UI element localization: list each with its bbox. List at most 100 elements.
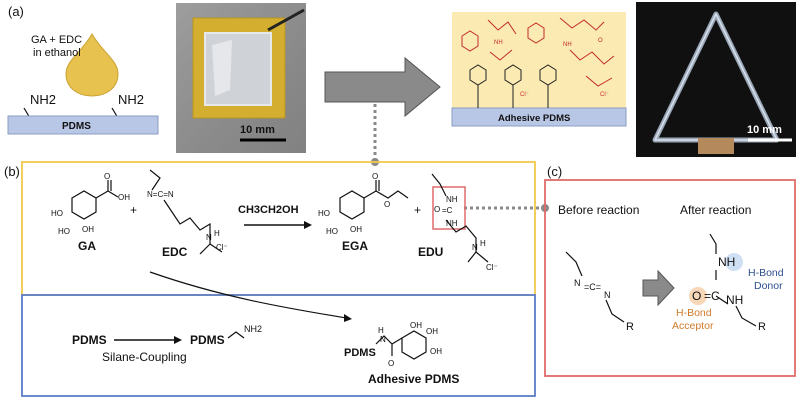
carbodiimide-atoms: N=C=N (574, 278, 611, 300)
donor-highlight (725, 253, 743, 271)
tweezers (267, 8, 305, 32)
amine-left: NH2 (30, 92, 56, 107)
box-b-bottom (21, 294, 536, 397)
ega-structure (339, 180, 409, 220)
label-pdms: PDMS (72, 333, 107, 347)
svg-text:O: O (372, 172, 378, 181)
svg-text:HO: HO (51, 209, 63, 218)
curved-arrow-head (344, 314, 352, 322)
label-edu: EDU (418, 245, 443, 259)
svg-text:NH: NH (494, 40, 503, 46)
photo-triangle-adhesion: 10 mm (636, 2, 796, 157)
svg-text:OH: OH (430, 347, 442, 356)
r-before: R (626, 321, 634, 333)
svg-text:OH: OH (82, 225, 94, 234)
panel-label-a: (a) (8, 4, 24, 19)
urea-highlight-box (432, 186, 466, 230)
o-atom: O (692, 289, 701, 303)
panel-label-c: (c) (547, 164, 562, 179)
label-adhesive-pdms: Adhesive PDMS (368, 372, 459, 386)
plus-2: + (414, 203, 421, 217)
svg-text:HO: HO (326, 227, 338, 236)
svg-text:Cl⁻: Cl⁻ (600, 92, 609, 98)
edc-structure (149, 169, 223, 255)
svg-text:NH: NH (446, 219, 458, 228)
svg-text:NH: NH (563, 42, 572, 48)
svg-text:H: H (480, 239, 486, 248)
before-label: Before reaction (558, 203, 639, 217)
ga-structure (71, 180, 119, 220)
scale-text-1: 10 mm (240, 124, 275, 136)
svg-text:O: O (434, 205, 440, 214)
nh-top: NH (718, 255, 735, 269)
svg-text:O: O (598, 38, 603, 44)
c-eq: =C (704, 289, 720, 303)
svg-text:O: O (104, 172, 110, 181)
scale-text-2: 10 mm (747, 124, 782, 136)
svg-text:HO: HO (58, 227, 70, 236)
svg-text:H: H (378, 326, 384, 335)
urea-molecules (461, 17, 615, 87)
carbodiimide-structure (565, 251, 625, 323)
grafted-molecules (469, 64, 557, 108)
reaction-arrow-1-head (304, 221, 312, 229)
adhesive-pdms-label: Adhesive PDMS (498, 113, 570, 124)
label-ga: GA (78, 239, 96, 253)
svg-text:N: N (472, 243, 478, 252)
photo-pdms-film: 10 mm (176, 3, 306, 153)
svg-text:Cl⁻: Cl⁻ (216, 243, 228, 252)
amine-right: NH2 (118, 92, 144, 107)
svg-text:N: N (574, 278, 581, 288)
label-ega: EGA (342, 239, 368, 253)
pdms-nh2-bond (227, 331, 245, 339)
svg-text:OH: OH (410, 321, 422, 330)
svg-text:=C: =C (442, 206, 453, 215)
solvent-label: CH3CH2OH (238, 204, 299, 216)
acceptor-label-2: Acceptor (672, 320, 714, 332)
donor-label-1: H-Bond (748, 267, 784, 279)
edu-structure (431, 173, 489, 263)
acceptor-highlight (689, 287, 707, 305)
nh-bottom: NH (726, 293, 743, 307)
silane-label: Silane-Coupling (102, 350, 187, 364)
r-after: R (758, 321, 766, 333)
svg-text:HO: HO (318, 209, 330, 218)
adhesive-pdms-schematic: Adhesive PDMS NH O NH Cl⁻ Cl⁻ (451, 12, 627, 127)
svg-text:N=C=N: N=C=N (147, 190, 174, 199)
svg-text:=C=: =C= (584, 282, 601, 292)
adhesive-pdms-atoms: HN O OH OH OH (378, 321, 442, 368)
ega-atoms: HO HO OH O O (318, 172, 390, 236)
transform-arrow (642, 269, 675, 307)
svg-text:N: N (380, 335, 386, 344)
adhesive-pdms-structure (375, 330, 427, 360)
pdms-nh2-group: NH2 (244, 324, 262, 334)
droplet-label-2: in ethanol (33, 47, 81, 59)
svg-text:Cl⁻: Cl⁻ (520, 92, 529, 98)
after-label: After reaction (680, 203, 751, 217)
urea-structure (709, 233, 757, 327)
droplet (65, 32, 119, 97)
acceptor-label-1: H-Bond (676, 307, 712, 319)
svg-text:OH: OH (350, 225, 362, 234)
svg-text:N: N (604, 290, 611, 300)
svg-text:O: O (384, 200, 390, 209)
curved-arrow (149, 271, 347, 319)
droplet-label-1: GA + EDC (31, 34, 82, 46)
label-edc: EDC (162, 245, 188, 259)
label-pdms-nh2: PDMS (190, 333, 225, 347)
pdms-substrate-label: PDMS (62, 121, 91, 132)
svg-text:NH: NH (446, 195, 458, 204)
donor-label-2: Donor (754, 280, 783, 292)
svg-text:H: H (214, 229, 220, 238)
box-c (544, 179, 796, 377)
svg-text:OH: OH (426, 327, 438, 336)
svg-text:N: N (206, 233, 212, 242)
svg-text:OH: OH (118, 193, 130, 202)
svg-text:O: O (388, 359, 394, 368)
svg-text:Cl⁻: Cl⁻ (486, 263, 498, 272)
panel-label-b: (b) (4, 164, 20, 179)
